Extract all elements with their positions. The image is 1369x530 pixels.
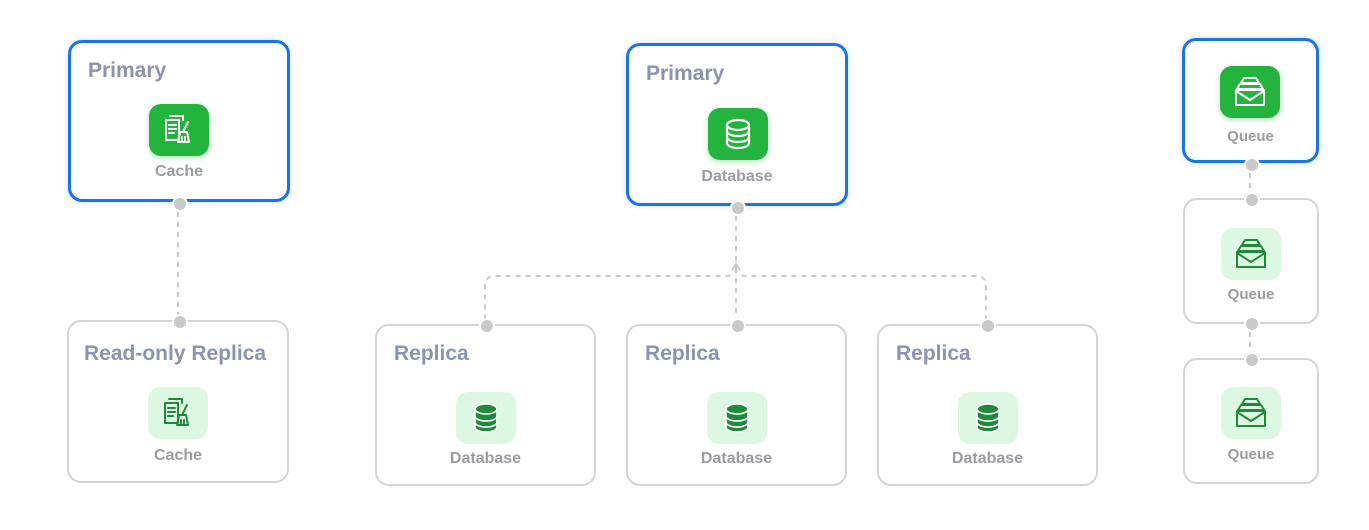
- cache-replica-node[interactable]: Read-only Replica Cache: [67, 320, 289, 483]
- database-replica-node-1[interactable]: Replica Database: [375, 324, 596, 486]
- connector-db-replica-1: [484, 267, 737, 324]
- node-title: Replica: [896, 342, 971, 365]
- node-title: Read-only Replica: [84, 342, 267, 365]
- database-icon: [707, 392, 767, 444]
- connection-handle[interactable]: [172, 196, 188, 212]
- node-label: Database: [700, 450, 773, 467]
- node-title: Replica: [394, 342, 469, 365]
- cache-primary-node[interactable]: Primary Cache: [68, 40, 290, 202]
- queue-icon: [1221, 228, 1281, 280]
- node-label: Queue: [1227, 286, 1275, 303]
- cache-icon: [148, 387, 208, 439]
- connector-db-replica-3: [735, 267, 987, 324]
- node-label: Cache: [153, 447, 203, 464]
- node-label: Queue: [1227, 446, 1275, 463]
- queue-node-3[interactable]: Queue: [1183, 358, 1319, 484]
- connection-handle[interactable]: [479, 318, 495, 334]
- connection-handle[interactable]: [1244, 352, 1260, 368]
- connection-handle[interactable]: [1244, 192, 1260, 208]
- node-label: Database: [951, 450, 1024, 467]
- database-replica-node-2[interactable]: Replica Database: [626, 324, 847, 486]
- node-label: Queue: [1227, 128, 1274, 145]
- node-label: Database: [701, 168, 773, 185]
- connection-handle[interactable]: [172, 314, 188, 330]
- connection-handle[interactable]: [980, 318, 996, 334]
- arrow-head-icon: [731, 262, 741, 271]
- queue-icon: [1220, 66, 1280, 118]
- connection-handle[interactable]: [730, 318, 746, 334]
- node-label: Database: [449, 450, 522, 467]
- database-icon: [456, 392, 516, 444]
- queue-node-2[interactable]: Queue: [1183, 198, 1319, 324]
- database-primary-node[interactable]: Primary Database: [626, 43, 848, 206]
- database-replica-node-3[interactable]: Replica Database: [877, 324, 1098, 486]
- node-label: Cache: [154, 163, 204, 180]
- node-title: Primary: [88, 59, 167, 82]
- connection-handle[interactable]: [1244, 316, 1260, 332]
- node-title: Replica: [645, 342, 720, 365]
- cache-icon: [149, 104, 209, 156]
- queue-icon: [1221, 387, 1281, 439]
- node-title: Primary: [646, 62, 725, 85]
- connection-handle[interactable]: [730, 200, 746, 216]
- database-icon: [708, 108, 768, 160]
- connection-handle[interactable]: [1244, 157, 1260, 173]
- queue-node-1[interactable]: Queue: [1182, 38, 1319, 163]
- database-icon: [958, 392, 1018, 444]
